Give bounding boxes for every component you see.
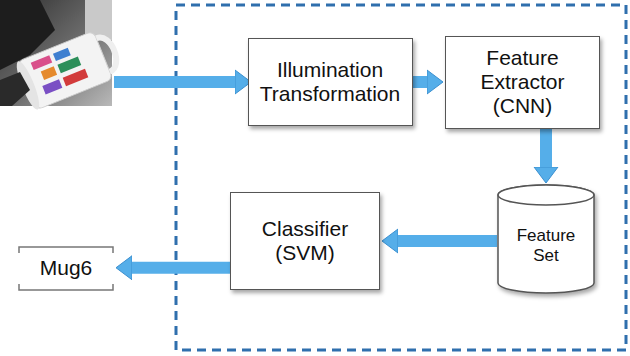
process-box: Classifier (SVM) — [230, 192, 380, 290]
process-box: Illumination Transformation — [248, 38, 413, 126]
output-label: Mug6 — [18, 246, 114, 291]
store-label: Feature Set — [507, 226, 585, 265]
box-label: Feature Extractor (CNN) — [456, 46, 589, 118]
flow-arrow — [540, 129, 552, 168]
system-boundary — [176, 5, 626, 350]
flow-arrow — [132, 262, 230, 274]
box-label: Illumination Transformation — [259, 58, 402, 106]
result-label: Mug6 — [40, 256, 93, 280]
mug-photo — [0, 0, 124, 112]
process-box: Feature Extractor (CNN) — [445, 36, 600, 129]
flow-arrow — [398, 235, 497, 247]
flow-arrow — [413, 76, 428, 88]
input-arrow — [114, 76, 235, 88]
datastore-cylinder: Feature Set — [497, 185, 595, 293]
box-label: Classifier (SVM) — [241, 217, 369, 265]
